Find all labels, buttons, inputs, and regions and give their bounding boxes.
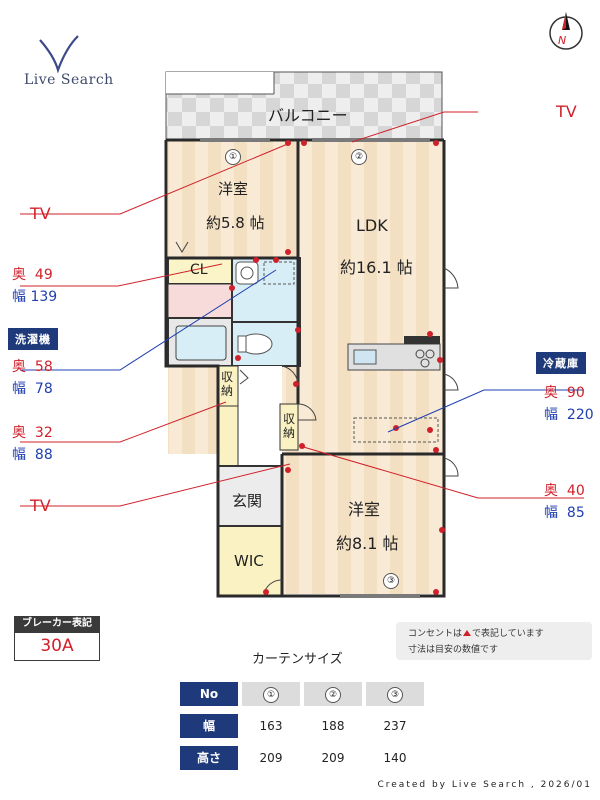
closet-label: CL: [190, 262, 208, 278]
dim-block-1: 奥 49: [12, 267, 53, 283]
tv-callout-line: [351, 111, 478, 143]
window-marker-3: ③: [383, 570, 399, 589]
dim-block-5: 奥 40: [544, 483, 585, 499]
window-marker-2: ②: [351, 146, 367, 165]
tv-label-left-upper: TV: [30, 204, 51, 223]
balcony-label: バルコニー: [268, 106, 348, 125]
outlet-symbol-icon: [463, 630, 472, 636]
bathtub: [175, 325, 227, 361]
breaker-value: 30A: [14, 632, 100, 661]
storage-b-box: [279, 403, 299, 451]
curtain-row-height-label: 高さ: [180, 746, 238, 770]
curtain-width-1: 163: [259, 719, 283, 733]
western-room-2-name: 洋室: [348, 500, 381, 519]
wic-label: WIC: [234, 552, 264, 570]
tv-label-left-lower: TV: [30, 496, 51, 515]
credit-line: Created by Live Search , 2026/01: [377, 780, 592, 790]
window-marker-1: ①: [225, 146, 241, 165]
dim-block-3: 奥 32: [12, 425, 53, 441]
curtain-size-title: カーテンサイズ: [252, 652, 343, 667]
dim-block-1-width: 幅 139: [12, 289, 58, 305]
curtain-width-3: 237: [383, 719, 407, 733]
entrance-area: [217, 465, 283, 527]
western-room-1-size: 約5.8 帖: [206, 214, 265, 232]
curtain-col-2: ②: [304, 682, 362, 706]
curtain-col-3: ③: [366, 682, 424, 706]
dim-block-2-width: 幅 78: [12, 381, 53, 397]
north-label: N: [558, 34, 567, 47]
western-room-1-name: 洋室: [218, 180, 249, 198]
entrance-label: 玄関: [232, 492, 263, 510]
tv-label-top-right: TV: [556, 102, 577, 121]
logo-mark: [39, 35, 79, 74]
washer-space: [263, 261, 295, 285]
curtain-row-width-label: 幅: [180, 714, 238, 738]
storage-b-label: 収 納: [283, 412, 296, 440]
ldk-size: 約16.1 帖: [340, 258, 413, 277]
curtain-height-3: 140: [383, 751, 407, 765]
curtain-height-1: 209: [259, 751, 283, 765]
wic-area: [217, 525, 283, 597]
curtain-width-2: 188: [321, 719, 345, 733]
outlet-markers: [229, 140, 445, 595]
curtain-col-1: ①: [242, 682, 300, 706]
outlet-note: コンセントはで表記しています 寸法は目安の数値です: [396, 622, 592, 660]
dim-block-3-width: 幅 88: [12, 447, 53, 463]
curtain-header-no: No: [180, 682, 238, 706]
dim-block-4: 奥 90: [544, 385, 585, 401]
dim-block-2: 奥 58: [12, 359, 53, 375]
breaker-label: ブレーカー表記: [14, 616, 100, 632]
dim-block-5-width: 幅 85: [544, 505, 585, 521]
brand-name: Live Search: [24, 72, 114, 88]
western-room-2-size: 約8.1 帖: [336, 534, 399, 553]
fridge-space: [353, 417, 439, 443]
compass-icon: [549, 12, 583, 50]
washer-badge: 洗濯機: [8, 328, 58, 350]
fridge-badge: 冷蔵庫: [536, 352, 586, 374]
ldk-name: LDK: [356, 216, 388, 235]
dim-block-4-width: 幅 220: [544, 407, 594, 423]
curtain-height-2: 209: [321, 751, 345, 765]
storage-a-label: 収 納: [221, 370, 234, 398]
